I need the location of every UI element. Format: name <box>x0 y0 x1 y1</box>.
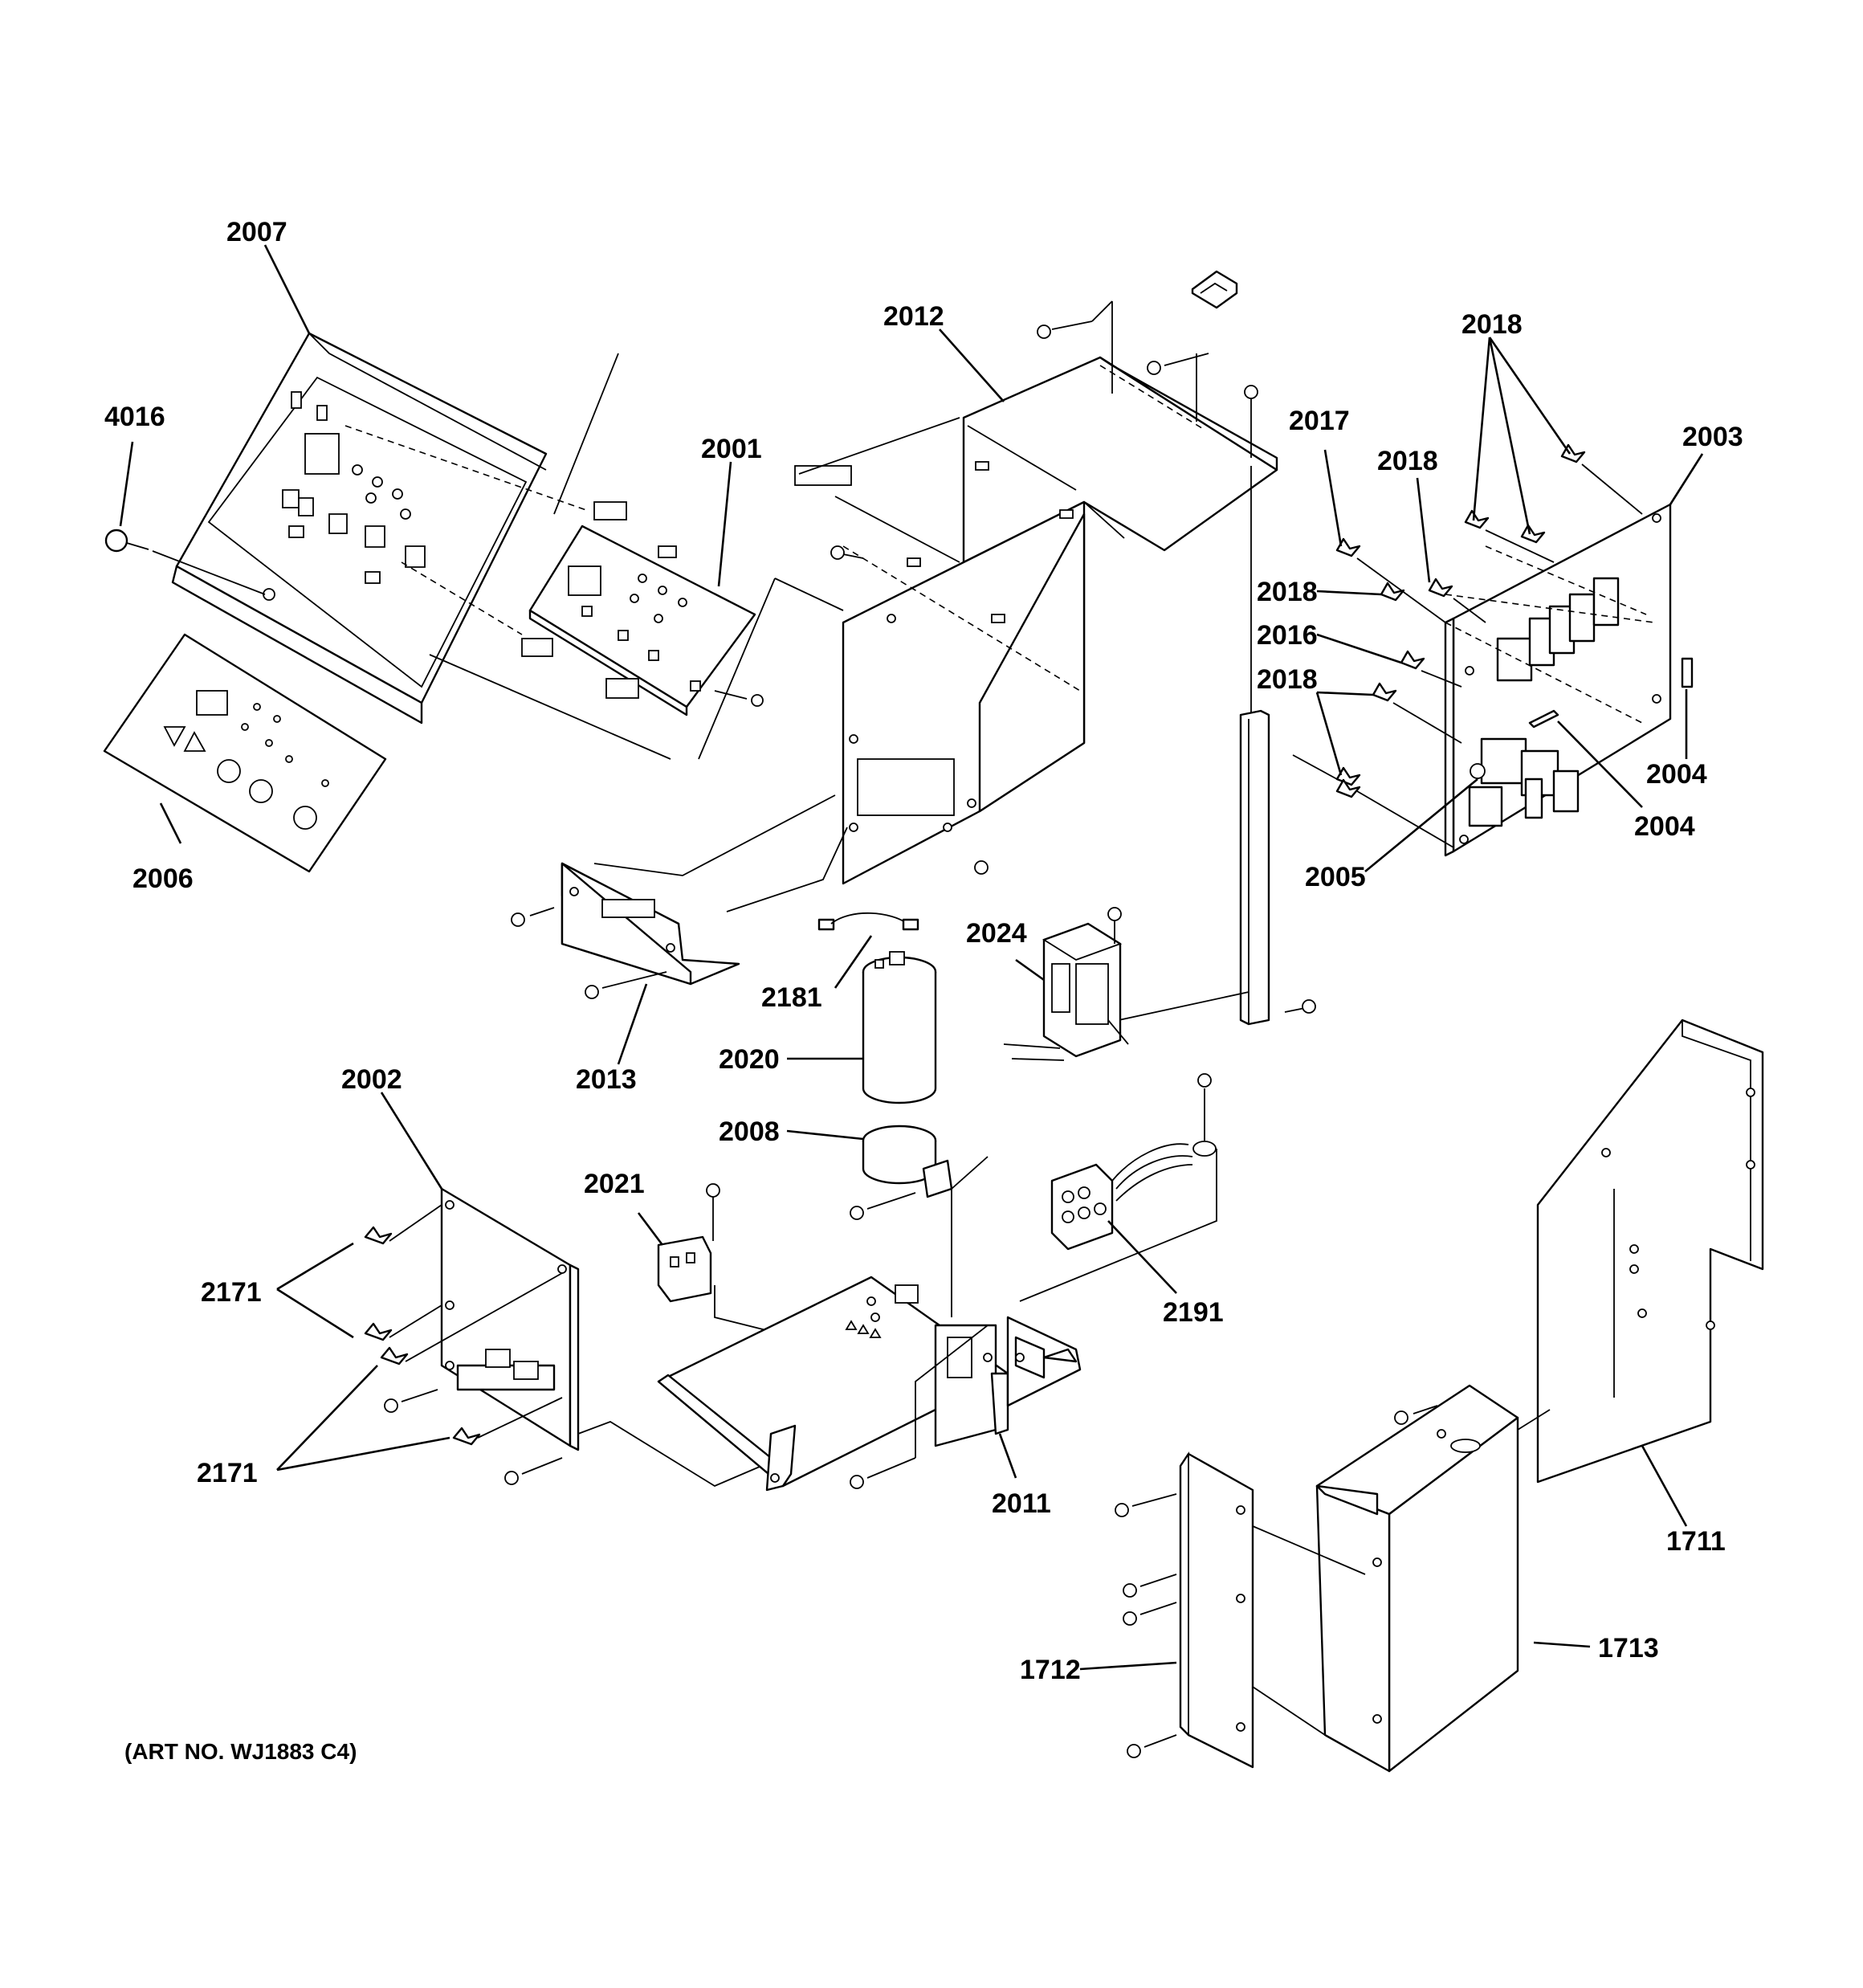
transformer-2024 <box>1003 907 1129 1061</box>
side-plate-1712 <box>1115 1451 1366 1769</box>
label-2003: 2003 <box>1682 422 1743 452</box>
label-2005: 2005 <box>1305 862 1366 892</box>
label-1713: 1713 <box>1598 1633 1659 1663</box>
label-2004-b: 2004 <box>1634 811 1695 842</box>
label-2024: 2024 <box>966 918 1027 949</box>
vertical-post <box>1099 709 1316 1026</box>
label-2017: 2017 <box>1289 406 1350 436</box>
label-2021: 2021 <box>584 1169 645 1199</box>
capacitor-2020 <box>862 951 937 1104</box>
base-bracket-2011 <box>657 1156 1082 1492</box>
label-2013: 2013 <box>576 1064 637 1095</box>
leader-lines <box>119 244 1704 1671</box>
label-2008: 2008 <box>719 1116 780 1147</box>
label-2171-b: 2171 <box>197 1458 258 1488</box>
art-number: (ART NO. WJ1883 C4) <box>124 1739 357 1764</box>
screw-4016 <box>104 529 266 595</box>
standoffs-2016-2017-2018 <box>1292 443 1643 848</box>
enclosure-panel-1713 <box>1315 1384 1551 1773</box>
label-2007: 2007 <box>226 217 287 247</box>
part-labels: 2007 4016 2001 2006 2012 2018 2017 2018 … <box>104 217 1743 1764</box>
label-2181: 2181 <box>761 982 822 1013</box>
label-2018-top: 2018 <box>1461 309 1523 340</box>
label-1711: 1711 <box>1666 1526 1726 1557</box>
main-housing-2012 <box>794 356 1278 885</box>
faceplate-overlay-2006 <box>103 633 387 873</box>
control-board-2002 <box>440 1187 580 1451</box>
label-2012: 2012 <box>883 301 944 332</box>
back-panel-1711 <box>1536 1018 1764 1484</box>
label-2018-b: 2018 <box>1377 446 1438 476</box>
mounting-strap-2008 <box>850 1125 953 1220</box>
label-2171-a: 2171 <box>201 1277 262 1308</box>
jumper-wire-2181 <box>817 912 919 931</box>
label-2020: 2020 <box>719 1044 780 1075</box>
control-housing-2007 <box>171 332 671 760</box>
label-2191: 2191 <box>1163 1297 1224 1328</box>
terminal-block-2021 <box>657 1183 876 1358</box>
relay-board-2003 <box>1444 503 1694 857</box>
wire-harness-2191 <box>1019 1073 1217 1302</box>
label-4016: 4016 <box>104 402 165 432</box>
display-board-2001 <box>521 353 844 760</box>
label-2018-d: 2018 <box>1257 664 1318 695</box>
label-2016: 2016 <box>1257 620 1318 651</box>
label-2002: 2002 <box>341 1064 402 1095</box>
label-2006: 2006 <box>132 863 194 894</box>
label-2001: 2001 <box>701 434 762 464</box>
bracket-2013 <box>511 794 848 999</box>
label-1712: 1712 <box>1020 1655 1081 1685</box>
label-2004-a: 2004 <box>1646 759 1707 790</box>
standoffs-2171 <box>364 1204 772 1488</box>
label-2018-c: 2018 <box>1257 577 1318 607</box>
label-2011: 2011 <box>992 1488 1051 1519</box>
